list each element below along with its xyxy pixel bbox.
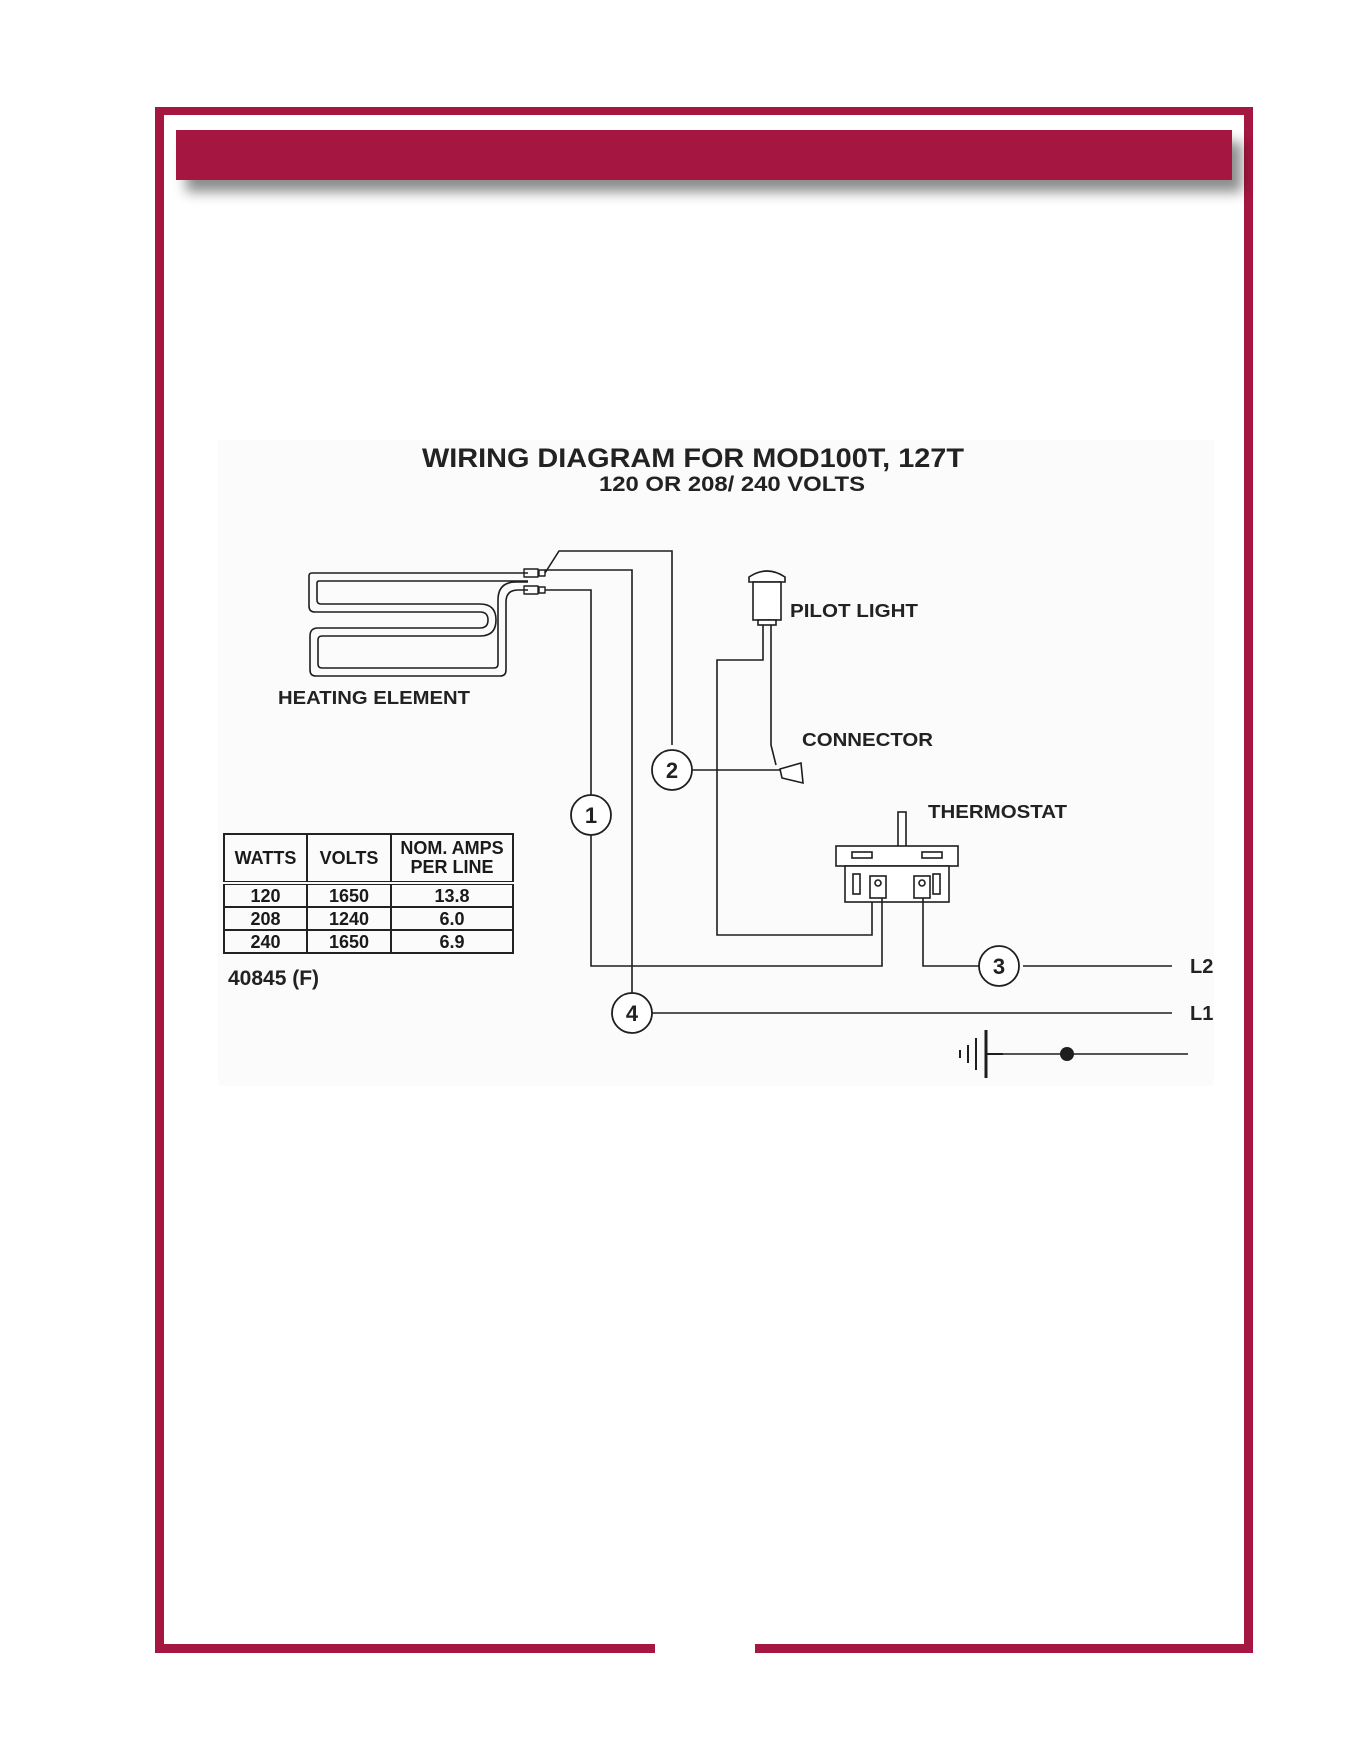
thermostat-label: THERMOSTAT: [928, 802, 1067, 822]
header-watts: WATTS: [224, 834, 307, 883]
part-number: 40845 (F): [228, 967, 319, 991]
header-volts: VOLTS: [307, 834, 391, 883]
header-amps-line-2: PER LINE: [410, 857, 493, 877]
svg-text:2: 2: [666, 758, 678, 783]
wiring-diagram-svg: WIRING DIAGRAM FOR MOD100T, 127T 120 OR …: [218, 440, 1214, 1086]
frame-bottom-border-left: [155, 1644, 655, 1653]
connector-icon: [780, 763, 803, 783]
header-nom-amps: NOM. AMPS PER LINE: [391, 834, 513, 883]
frame-top-border: [155, 107, 1253, 115]
pilot-light-label: PILOT LIGHT: [790, 601, 918, 621]
table-cell-watts: 240: [224, 930, 307, 953]
table-cell-volts: 1240: [307, 907, 391, 930]
table-cell-amps: 6.0: [391, 907, 513, 930]
svg-text:1: 1: [585, 803, 597, 828]
heating-element-label: HEATING ELEMENT: [278, 688, 470, 708]
wiring: [545, 551, 1188, 1054]
svg-text:4: 4: [626, 1001, 639, 1026]
wire-callout-3: 3: [979, 946, 1019, 986]
table-row: 208 1240 6.0: [224, 907, 513, 930]
wire-2: [545, 551, 672, 745]
wire-callout-1: 1: [571, 795, 611, 835]
l2-label: L2: [1190, 956, 1213, 978]
table-cell-volts: 1650: [307, 883, 391, 907]
diagram-subtitle: 120 OR 208/ 240 VOLTS: [599, 473, 865, 496]
rating-table-container: WATTS VOLTS NOM. AMPS PER LINE 120 1650 …: [223, 833, 514, 954]
wire-1: [545, 590, 591, 803]
header-band: [176, 130, 1232, 180]
wiring-diagram: WIRING DIAGRAM FOR MOD100T, 127T 120 OR …: [218, 440, 1214, 1086]
table-cell-amps: 13.8: [391, 883, 513, 907]
diagram-title: WIRING DIAGRAM FOR MOD100T, 127T: [422, 443, 965, 473]
frame-bottom-border-right: [755, 1644, 1253, 1653]
wire-4: [545, 570, 632, 1003]
table-cell-volts: 1650: [307, 930, 391, 953]
table-cell-watts: 208: [224, 907, 307, 930]
pilot-light-icon: [749, 571, 785, 625]
wire-callout-4: 4: [612, 993, 652, 1033]
frame-right-border: [1244, 107, 1253, 1652]
rating-table: WATTS VOLTS NOM. AMPS PER LINE 120 1650 …: [223, 833, 514, 954]
header-amps-line-1: NOM. AMPS: [400, 838, 503, 858]
connector-label: CONNECTOR: [802, 730, 933, 750]
wire-pilot-to-connector: [771, 625, 776, 765]
heating-element: [309, 569, 545, 676]
svg-text:3: 3: [993, 954, 1005, 979]
table-cell-amps: 6.9: [391, 930, 513, 953]
wire-callout-2: 2: [652, 750, 692, 790]
l1-label: L1: [1190, 1003, 1213, 1025]
table-row: 120 1650 13.8: [224, 883, 513, 907]
table-row: 240 1650 6.9: [224, 930, 513, 953]
thermostat-icon: [836, 812, 958, 902]
frame-left-border: [155, 107, 164, 1652]
table-cell-watts: 120: [224, 883, 307, 907]
table-header-row: WATTS VOLTS NOM. AMPS PER LINE: [224, 834, 513, 883]
